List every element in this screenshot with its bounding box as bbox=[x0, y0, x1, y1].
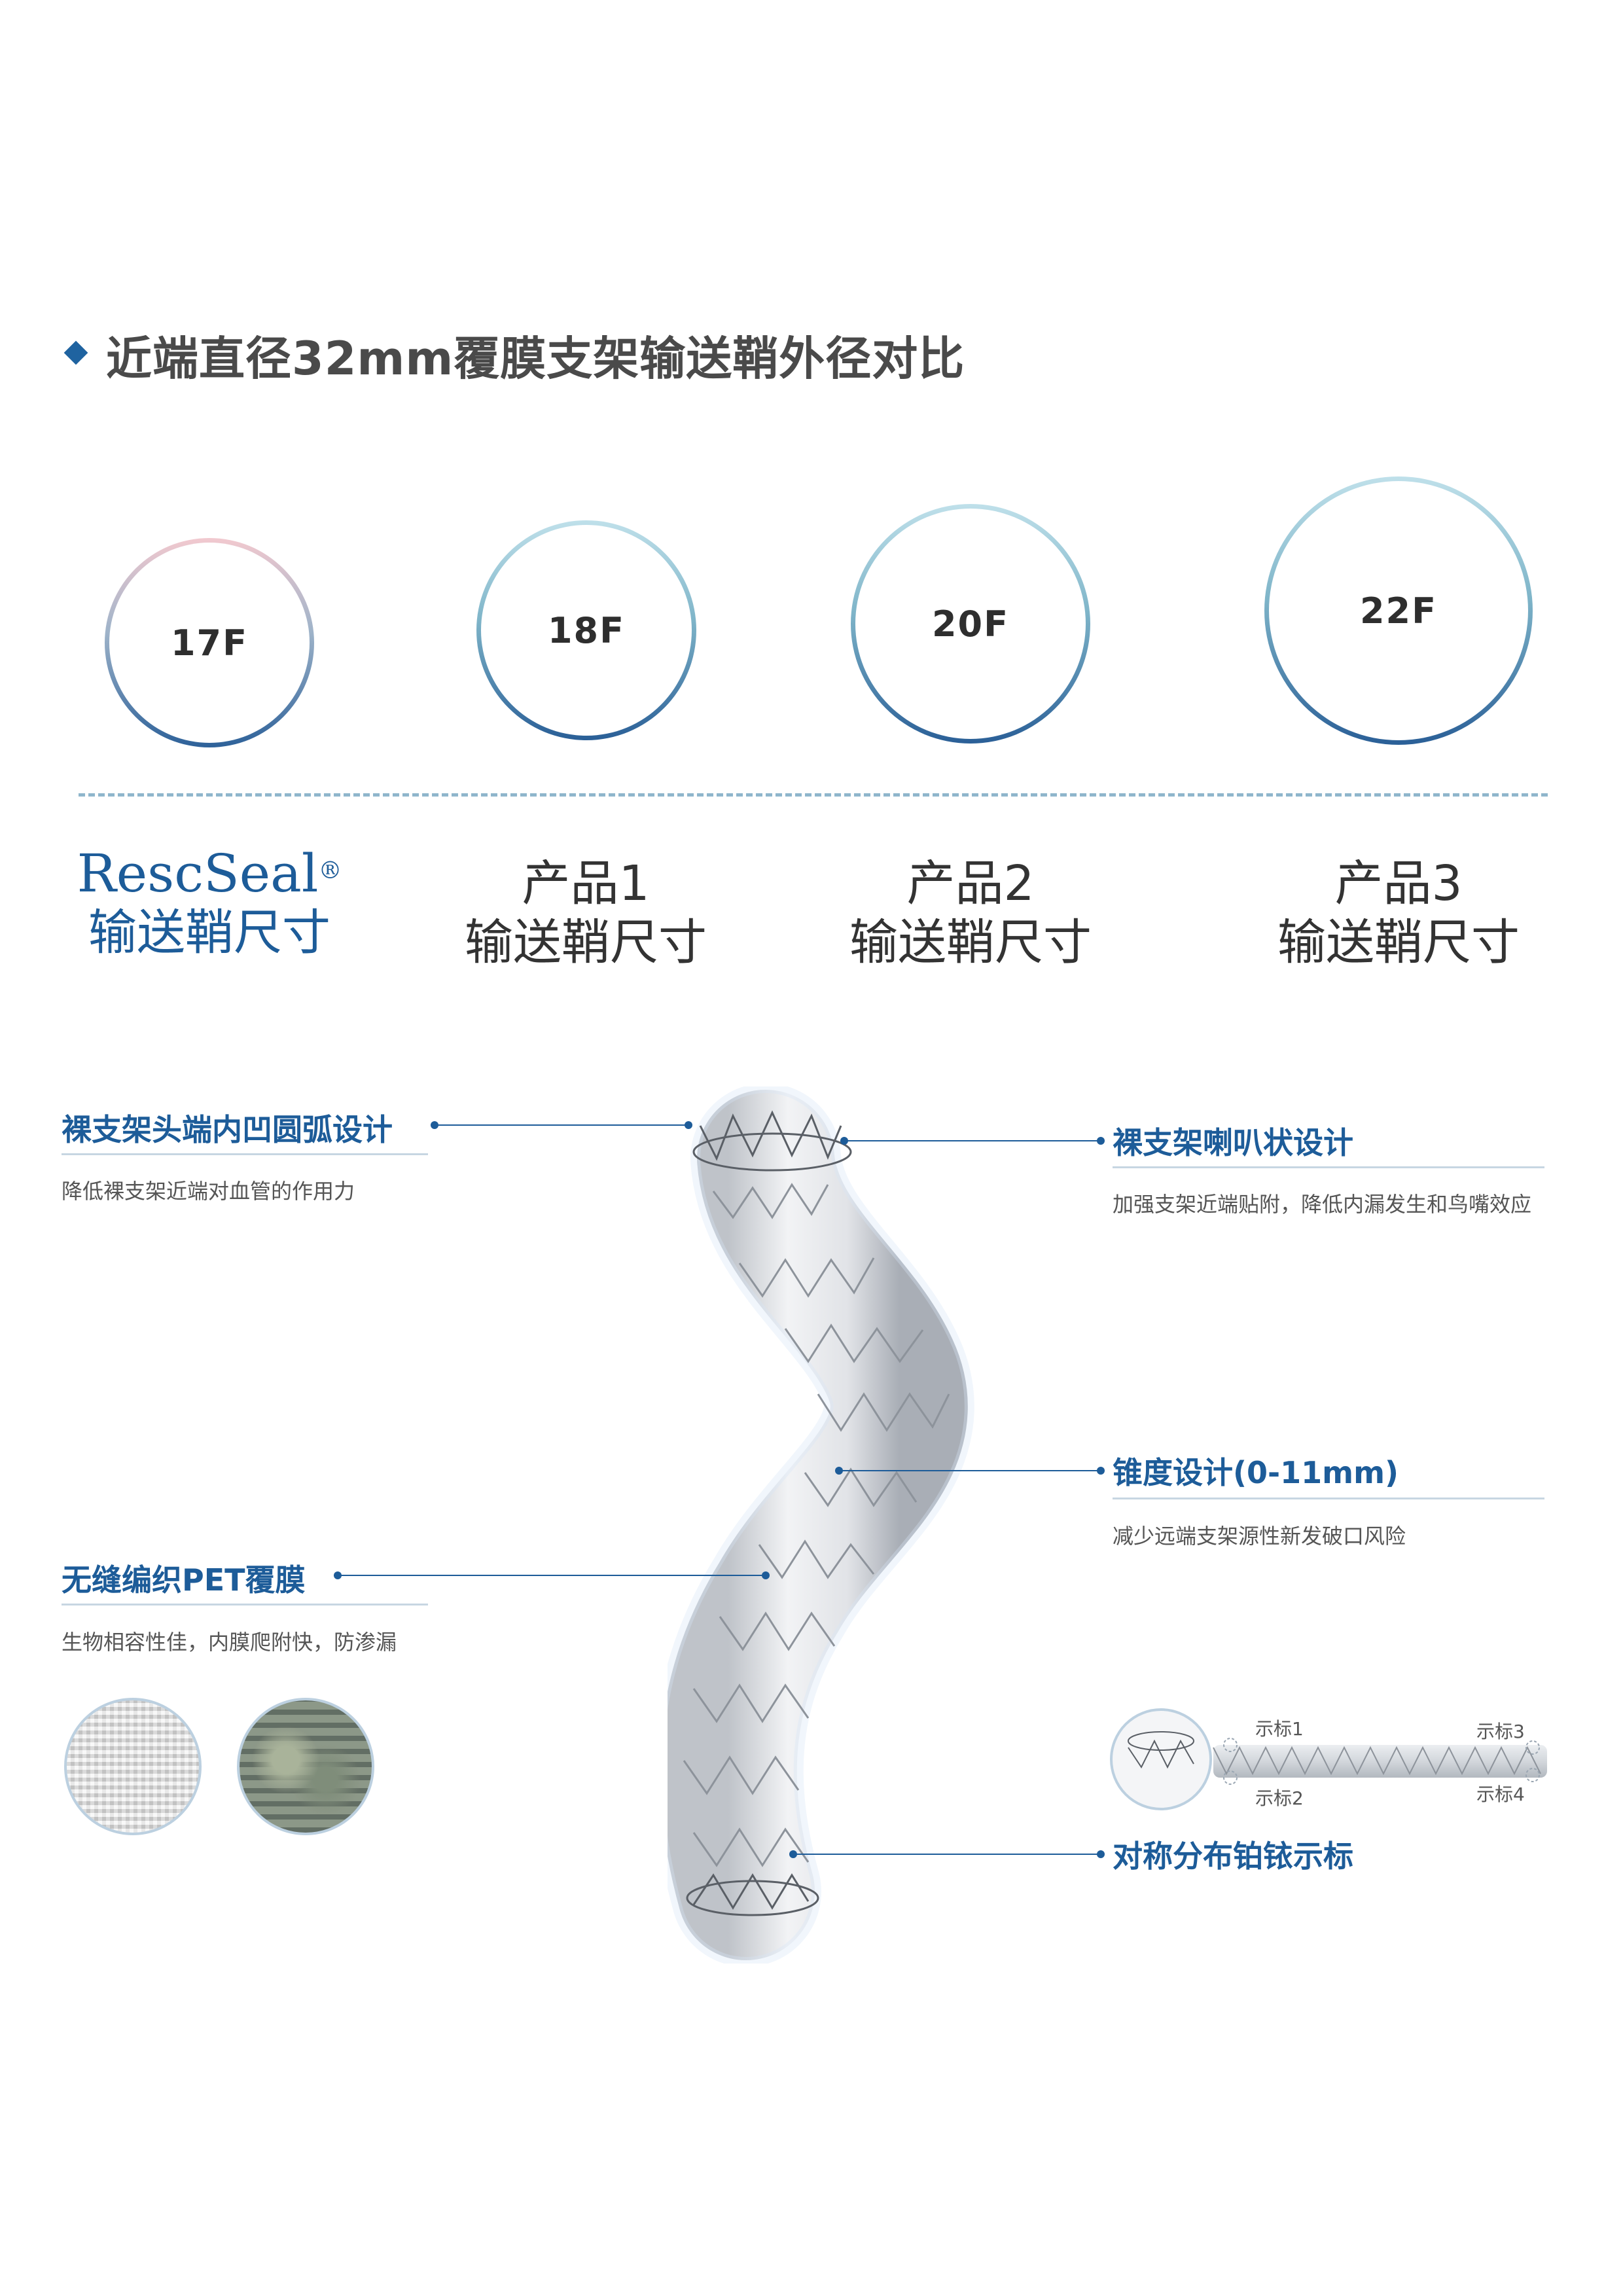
feature-title-markers: 对称分布铂铱示标 bbox=[1113, 1839, 1353, 1874]
callout-dot bbox=[835, 1467, 843, 1475]
callout-line bbox=[338, 1575, 766, 1576]
product-name: 产品3 bbox=[1334, 855, 1463, 912]
callout-dot bbox=[334, 1571, 342, 1579]
pet-fabric-closeup-image bbox=[64, 1698, 202, 1835]
header-bullet-icon bbox=[63, 340, 88, 365]
callout-dot bbox=[840, 1137, 848, 1145]
stent-graft-image bbox=[668, 1086, 974, 1964]
feature-title-pet: 无缝编织PET覆膜 bbox=[62, 1562, 306, 1598]
size-label: 22F bbox=[1359, 590, 1438, 632]
callout-dot bbox=[1097, 1137, 1105, 1145]
product-sub-label: 输送鞘尺寸 bbox=[1277, 914, 1520, 971]
callout-dot bbox=[1097, 1850, 1105, 1858]
feature-title-bare-head: 裸支架头端内凹圆弧设计 bbox=[62, 1112, 393, 1147]
size-circle-20f: 20F bbox=[851, 504, 1090, 744]
size-circle-22f: 22F bbox=[1264, 476, 1533, 745]
feature-underline bbox=[1113, 1498, 1544, 1499]
size-circle-18f: 18F bbox=[476, 520, 696, 740]
callout-line bbox=[793, 1854, 1099, 1855]
callout-line bbox=[435, 1124, 687, 1126]
size-label: 17F bbox=[170, 622, 249, 664]
section-divider bbox=[79, 793, 1548, 797]
callout-line bbox=[844, 1140, 1099, 1141]
marker-label-1: 示标1 bbox=[1255, 1718, 1304, 1740]
marker-label-4: 示标4 bbox=[1476, 1784, 1525, 1805]
callout-dot bbox=[762, 1571, 770, 1579]
marker-label-3: 示标3 bbox=[1476, 1721, 1525, 1742]
feature-underline bbox=[62, 1604, 428, 1605]
marker-label-2: 示标2 bbox=[1255, 1787, 1304, 1809]
feature-desc-taper: 减少远端支架源性新发破口风险 bbox=[1113, 1524, 1406, 1549]
product-sub-label: 输送鞘尺寸 bbox=[849, 914, 1092, 971]
size-circle-17f: 17F bbox=[105, 538, 314, 747]
marker-diagram-image bbox=[1110, 1708, 1547, 1810]
feature-desc-pet: 生物相容性佳，内膜爬附快，防渗漏 bbox=[62, 1630, 397, 1655]
product-name: 产品2 bbox=[906, 855, 1035, 912]
intima-tissue-closeup-image bbox=[237, 1698, 374, 1835]
product-name: 产品1 bbox=[522, 855, 650, 912]
size-label: 18F bbox=[547, 609, 626, 651]
feature-desc-bare-head: 降低裸支架近端对血管的作用力 bbox=[62, 1179, 355, 1204]
callout-line bbox=[839, 1470, 1099, 1471]
page-title: 近端直径32mm覆膜支架输送鞘外径对比 bbox=[106, 332, 965, 386]
registered-mark: ® bbox=[318, 857, 342, 884]
product-rescseal: RescSeal® 输送鞘尺寸 bbox=[72, 844, 347, 962]
product-3: 产品3 输送鞘尺寸 bbox=[1258, 854, 1539, 972]
feature-desc-bare-flare: 加强支架近端贴附，降低内漏发生和鸟嘴效应 bbox=[1113, 1192, 1532, 1217]
callout-dot bbox=[685, 1121, 692, 1129]
product-sub-label: 输送鞘尺寸 bbox=[88, 905, 330, 961]
product-1: 产品1 输送鞘尺寸 bbox=[445, 854, 726, 972]
feature-title-bare-flare: 裸支架喇叭状设计 bbox=[1113, 1125, 1353, 1160]
brand-name: RescSeal® bbox=[77, 843, 342, 904]
feature-underline bbox=[1113, 1166, 1544, 1168]
callout-dot bbox=[789, 1850, 797, 1858]
size-label: 20F bbox=[931, 603, 1010, 645]
feature-title-taper: 锥度设计(0-11mm) bbox=[1113, 1455, 1399, 1490]
feature-underline bbox=[62, 1153, 428, 1155]
product-2: 产品2 输送鞘尺寸 bbox=[830, 854, 1111, 972]
callout-dot bbox=[431, 1121, 438, 1129]
callout-dot bbox=[1097, 1467, 1105, 1475]
product-sub-label: 输送鞘尺寸 bbox=[465, 914, 707, 971]
